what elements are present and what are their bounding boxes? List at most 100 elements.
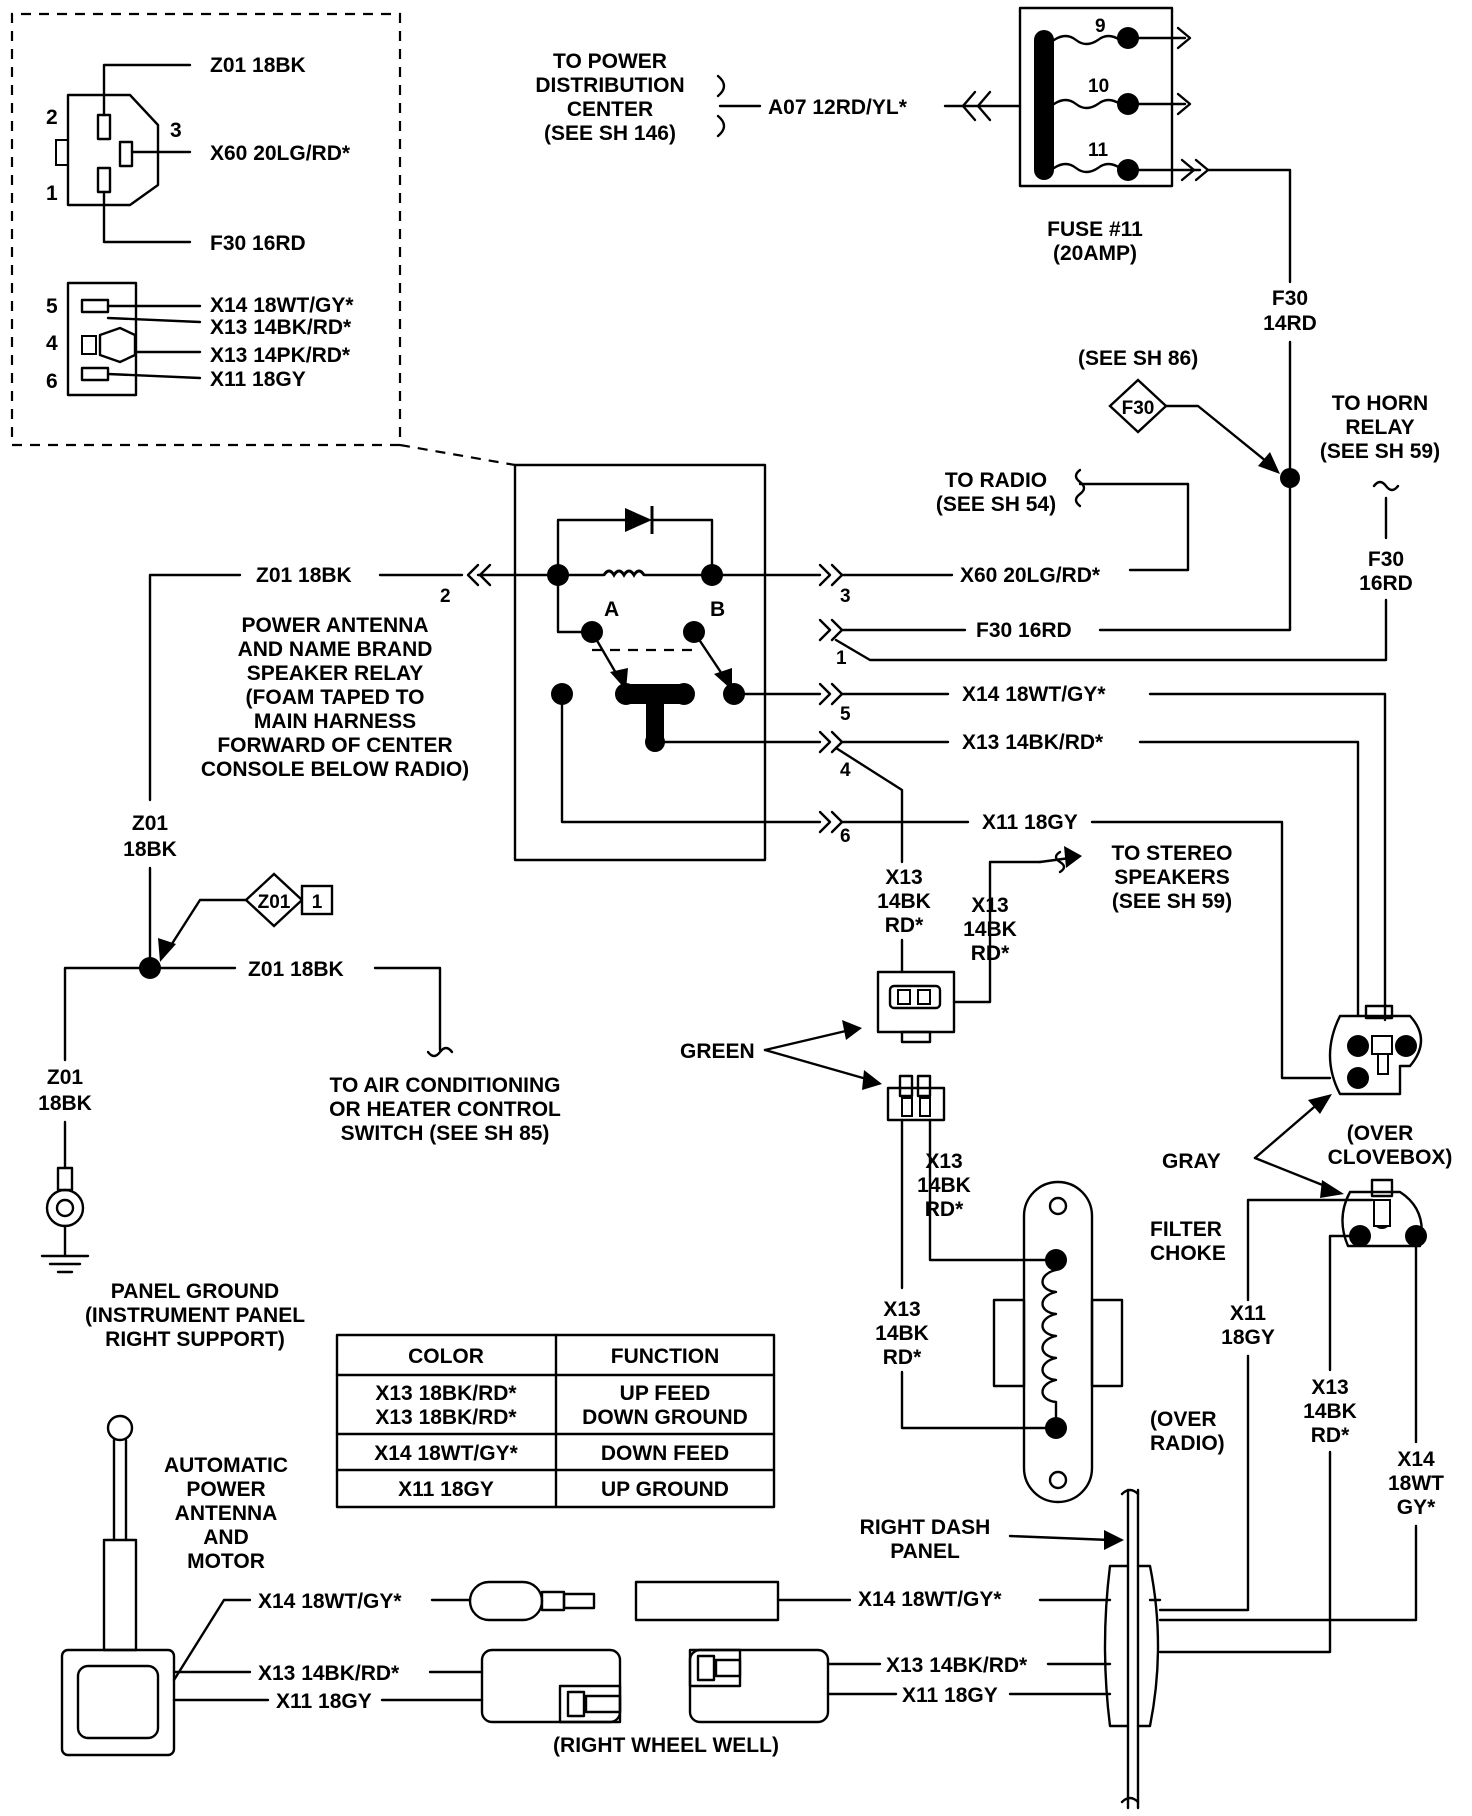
green-connector-lower — [886, 1074, 946, 1122]
x13-a-l3: RD* — [885, 914, 924, 937]
fuse-rating: (20AMP) — [1053, 242, 1137, 265]
fuse-label: FUSE #11 — [1047, 218, 1143, 241]
svg-text:AND: AND — [203, 1526, 249, 1549]
svg-text:OR HEATER CONTROL: OR HEATER CONTROL — [329, 1098, 561, 1121]
svg-text:POWER ANTENNA: POWER ANTENNA — [241, 614, 428, 637]
svg-text:TO STEREO: TO STEREO — [1112, 842, 1233, 865]
inset-wire-x13-b: X13 14PK/RD* — [210, 344, 351, 367]
inset-pin-3: 3 — [170, 119, 182, 142]
svg-text:RELAY: RELAY — [1345, 416, 1414, 439]
fuse-pin-9: 9 — [1095, 16, 1106, 37]
f30-diamond: F30 — [1108, 378, 1280, 474]
fuse-11: 9 10 11 — [1018, 6, 1210, 188]
svg-text:X13 18BK/RD*: X13 18BK/RD* — [375, 1406, 517, 1429]
x13-r-l2: 14BK — [1303, 1400, 1357, 1423]
inset-wire-x11: X11 18GY — [210, 368, 306, 391]
x11-r-l2: 18GY — [1221, 1326, 1275, 1349]
x13-right-label: X13 14BK/RD* — [886, 1654, 1028, 1677]
x13-left-label: X13 14BK/RD* — [258, 1662, 400, 1685]
svg-text:DOWN GROUND: DOWN GROUND — [582, 1406, 748, 1429]
panel-ground-label: PANEL GROUND (INSTRUMENT PANEL RIGHT SUP… — [85, 1280, 305, 1351]
x13-d-l2: 14BK — [875, 1322, 929, 1345]
svg-text:UP GROUND: UP GROUND — [601, 1478, 729, 1501]
svg-text:SWITCH (SEE SH 85): SWITCH (SEE SH 85) — [341, 1122, 550, 1145]
svg-text:1: 1 — [312, 892, 323, 913]
svg-text:(SEE SH 59): (SEE SH 59) — [1112, 890, 1232, 913]
wire-x13: X13 14BK/RD* — [962, 731, 1104, 754]
gray-label: GRAY — [1162, 1150, 1221, 1173]
svg-text:AND NAME BRAND: AND NAME BRAND — [238, 638, 433, 661]
dash-panel-grommet — [1103, 1488, 1162, 1810]
wire-x14: X14 18WT/GY* — [962, 683, 1106, 706]
x13-b-l1: X13 — [971, 894, 1008, 917]
gray-connector-glovebox — [1328, 1004, 1423, 1096]
x11-left-label: X11 18GY — [276, 1690, 372, 1713]
x13-a-l1: X13 — [885, 866, 922, 889]
ac-control-label: TO AIR CONDITIONING OR HEATER CONTROL SW… — [329, 1074, 561, 1145]
inset-wire-x14: X14 18WT/GY* — [210, 294, 354, 317]
radio-label-1: TO RADIO — [945, 469, 1047, 492]
x13-b-l3: RD* — [971, 942, 1010, 965]
svg-text:UP FEED: UP FEED — [620, 1382, 711, 1405]
fuse-pin-10: 10 — [1088, 76, 1109, 97]
table-header-color: COLOR — [408, 1345, 484, 1368]
over-radio-l2: RADIO) — [1150, 1432, 1225, 1455]
x14-right-label: X14 18WT/GY* — [858, 1588, 1002, 1611]
relay-pin-5: 5 — [840, 704, 851, 725]
x11-right-label: X11 18GY — [902, 1684, 998, 1707]
inset-pin-5: 5 — [46, 295, 58, 318]
svg-text:(SEE SH 146): (SEE SH 146) — [544, 122, 676, 145]
radio-label-2: (SEE SH 54) — [936, 493, 1056, 516]
inset-wire-x13-a: X13 14BK/RD* — [210, 316, 352, 339]
svg-text:FORWARD OF CENTER: FORWARD OF CENTER — [217, 734, 452, 757]
relay-coil-icon — [602, 569, 646, 578]
relay-pin-3: 3 — [840, 586, 851, 607]
svg-text:SPEAKERS: SPEAKERS — [1114, 866, 1230, 889]
filter-choke — [992, 1180, 1124, 1504]
filter-choke-l1: FILTER — [1150, 1218, 1222, 1241]
fuse-pin-11: 11 — [1088, 140, 1109, 161]
relay-pin-6: 6 — [840, 826, 851, 847]
f30-16rd-v-l1: F30 — [1368, 548, 1404, 571]
wire-z01-mid: Z01 18BK — [248, 958, 344, 981]
table-header-function: FUNCTION — [611, 1345, 720, 1368]
z01-vert-l1: Z01 — [132, 812, 169, 835]
relay-contact-b: B — [710, 598, 725, 621]
wheel-well-label: (RIGHT WHEEL WELL) — [553, 1734, 779, 1757]
x13-c-l3: RD* — [925, 1198, 964, 1221]
svg-text:AUTOMATIC: AUTOMATIC — [164, 1454, 288, 1477]
z01-lower-l1: Z01 — [47, 1066, 84, 1089]
svg-text:TO HORN: TO HORN — [1332, 392, 1428, 415]
svg-text:CENTER: CENTER — [567, 98, 653, 121]
svg-text:MOTOR: MOTOR — [187, 1550, 265, 1573]
x13-a-l2: 14BK — [877, 890, 931, 913]
svg-text:ANTENNA: ANTENNA — [175, 1502, 278, 1525]
x13-r-l3: RD* — [1311, 1424, 1350, 1447]
x13-c-l1: X13 — [925, 1150, 962, 1173]
inset-wire-x60: X60 20LG/RD* — [210, 142, 351, 165]
antenna-label: AUTOMATIC POWER ANTENNA AND MOTOR — [164, 1454, 288, 1573]
z01-vert-l2: 18BK — [123, 838, 177, 861]
x13-b-l2: 14BK — [963, 918, 1017, 941]
x13-d-l3: RD* — [883, 1346, 922, 1369]
svg-text:F30: F30 — [1122, 398, 1155, 419]
glovebox-l2: CLOVEBOX) — [1328, 1146, 1453, 1169]
inset-pin-4: 4 — [46, 332, 58, 355]
svg-text:PANEL GROUND: PANEL GROUND — [111, 1280, 279, 1303]
relay-contact-a: A — [604, 598, 619, 621]
see-sh-86: (SEE SH 86) — [1078, 347, 1198, 370]
svg-text:DOWN FEED: DOWN FEED — [601, 1442, 729, 1465]
x13-x11-wheelwell-connector — [480, 1648, 830, 1724]
svg-text:MAIN HARNESS: MAIN HARNESS — [254, 710, 416, 733]
svg-text:RIGHT SUPPORT): RIGHT SUPPORT) — [105, 1328, 285, 1351]
wire-z01-top: Z01 18BK — [256, 564, 352, 587]
power-dist-connector — [716, 74, 726, 138]
relay-pin-2: 2 — [440, 586, 451, 607]
inset-wire-f30: F30 16RD — [210, 232, 306, 255]
inset-pin-2: 2 — [46, 106, 58, 129]
z01-lower-l2: 18BK — [38, 1092, 92, 1115]
wire-x11: X11 18GY — [982, 811, 1078, 834]
dash-panel-l1: RIGHT DASH — [860, 1516, 991, 1539]
green-label: GREEN — [680, 1040, 755, 1063]
